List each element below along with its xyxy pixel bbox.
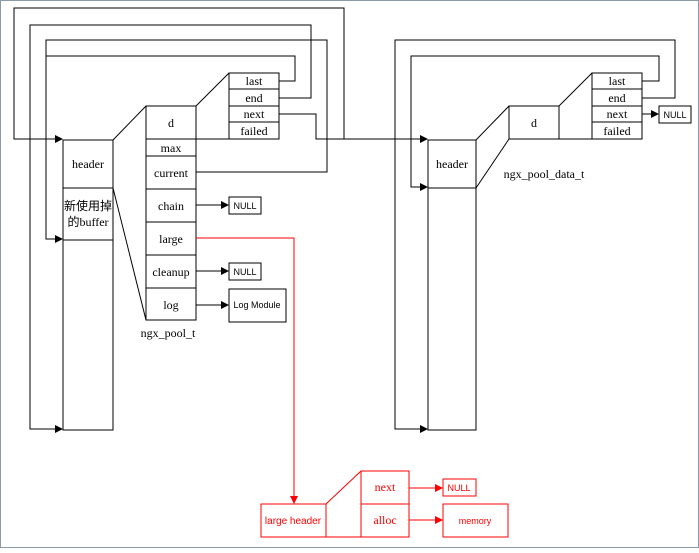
ngx-pool-data-t-label: ngx_pool_data_t bbox=[504, 167, 585, 181]
field-current: current bbox=[154, 166, 189, 180]
left-buffer-line1: 新使用掉 bbox=[64, 198, 112, 213]
log-module-label: Log Module bbox=[233, 300, 280, 310]
field-large: large bbox=[159, 232, 183, 246]
left-data-last: last bbox=[246, 74, 263, 88]
large-header-label: large header bbox=[265, 516, 322, 527]
top-loop bbox=[13, 7, 345, 143]
left-data-failed: failed bbox=[240, 124, 267, 138]
large-next-null-label: NULL bbox=[447, 483, 470, 493]
right-data-last: last bbox=[609, 74, 626, 88]
chain-null-box bbox=[228, 196, 262, 215]
left-data-next: next bbox=[244, 107, 265, 121]
cleanup-null-label: NULL bbox=[233, 267, 256, 277]
left-pool-block bbox=[62, 139, 114, 431]
large-header-box bbox=[260, 503, 327, 538]
right-next-null-box bbox=[658, 105, 692, 124]
left-pool bbox=[62, 72, 280, 431]
right-data-next: next bbox=[607, 107, 628, 121]
field-chain: chain bbox=[158, 199, 184, 213]
right-pool-block bbox=[427, 139, 477, 431]
log-module-box bbox=[228, 288, 287, 323]
memory-label: memory bbox=[459, 516, 492, 526]
right-data-failed: failed bbox=[603, 124, 630, 138]
left-header-label: header bbox=[72, 157, 104, 171]
right-header-label: header bbox=[436, 157, 468, 171]
right-d-box bbox=[508, 105, 560, 140]
left-buffer-line2: 的buffer bbox=[67, 214, 108, 229]
memory-box bbox=[442, 503, 509, 538]
right-end-pointer bbox=[394, 39, 676, 433]
current-pointer bbox=[45, 39, 328, 243]
left-pool-fields-box bbox=[145, 105, 197, 321]
right-data-end: end bbox=[608, 91, 625, 105]
last-pointer bbox=[45, 55, 296, 230]
field-cleanup: cleanup bbox=[152, 265, 189, 279]
next-pointer bbox=[279, 113, 428, 143]
large-alloc-label: alloc bbox=[373, 513, 396, 527]
cleanup-null-box bbox=[228, 262, 262, 281]
right-last-pointer bbox=[410, 55, 660, 191]
ngx-pool-t-label: ngx_pool_t bbox=[141, 326, 196, 340]
right-next-null-label: NULL bbox=[663, 110, 686, 120]
left-data-end: end bbox=[245, 91, 262, 105]
field-log: log bbox=[163, 298, 178, 312]
large-next-null-box bbox=[442, 478, 477, 497]
field-d: d bbox=[168, 116, 174, 130]
end-pointer bbox=[29, 24, 312, 433]
right-d-label: d bbox=[531, 116, 537, 130]
large-structure bbox=[196, 237, 509, 538]
chain-null-label: NULL bbox=[233, 201, 256, 211]
large-pointer bbox=[196, 237, 298, 504]
right-pool bbox=[427, 72, 643, 431]
large-next-label: next bbox=[375, 480, 396, 494]
field-max: max bbox=[161, 141, 182, 155]
